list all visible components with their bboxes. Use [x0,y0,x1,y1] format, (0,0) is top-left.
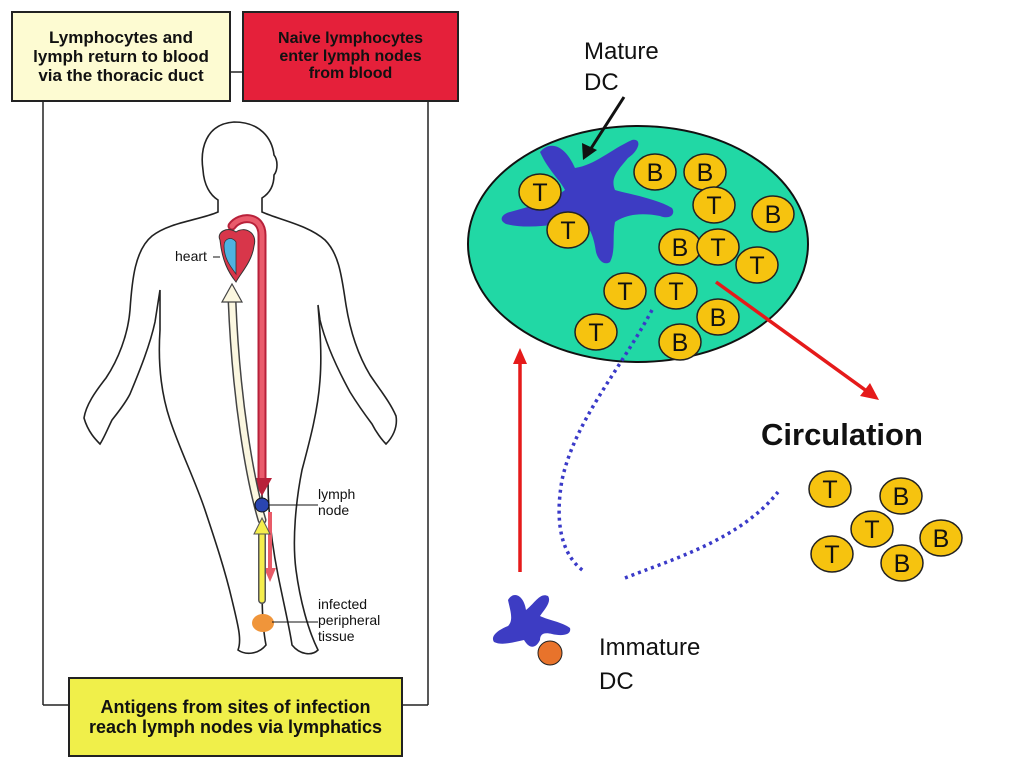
node-t-cell: T [518,173,562,211]
cell-label: T [710,234,725,262]
antigens-box: Antigens from sites of infection reach l… [68,677,403,757]
node-t-cell: T [546,211,590,249]
cell-body [879,477,923,515]
cell-label: T [668,278,683,306]
immature-dc-cell [492,595,571,647]
cell-label: B [672,329,689,357]
cell-body [603,272,647,310]
cell-label: T [824,541,839,569]
node-b-cell: B [751,195,795,233]
cell-label: T [749,252,764,280]
infected-tissue-icon [252,614,274,632]
circulation-t-cell: T [850,510,894,548]
cell-label: B [672,234,689,262]
cell-body [692,186,736,224]
node-b-cell: B [658,228,702,266]
cell-label: B [894,550,911,578]
cell-body [808,470,852,508]
lymph-node-icon [254,497,270,513]
circulation-t-cell: T [810,535,854,573]
cell-label: T [864,516,879,544]
heart-label: heart [175,248,207,264]
node-t-cell: T [574,313,618,351]
cell-label: T [822,476,837,504]
node-b-cell: B [658,323,702,361]
cell-label: B [933,525,950,553]
human-body-outline [83,121,398,655]
cell-label: B [710,304,727,332]
node-b-cell: B [633,153,677,191]
cell-body [735,246,779,284]
exit-arrow [714,280,870,394]
cell-label: T [560,217,575,245]
cell-body [880,544,924,582]
cell-body [696,298,740,336]
mature-dc-label: Mature DC [584,38,659,97]
cell-body [850,510,894,548]
immature-dc-label: Immature DC [599,634,701,695]
thoracic-duct-box: Lymphocytes and lymph return to blood vi… [11,11,231,102]
dotted-path-node [557,309,654,574]
circulation-t-cell: T [808,470,852,508]
circulation-b-cell: B [919,519,963,557]
naive-lymphocytes-box: Naive lymphocytes enter lymph nodes from… [242,11,459,102]
node-t-cell: T [735,246,779,284]
cell-label: B [647,159,664,187]
thoracic-duct-arrowhead [220,282,244,303]
circulation-b-cell: B [880,544,924,582]
migration-arrowhead [513,348,527,364]
cell-body [751,195,795,233]
cell-body [919,519,963,557]
cell-label: B [697,159,714,187]
node-t-cell: T [696,228,740,266]
cell-label: T [588,319,603,347]
node-t-cell: T [692,186,736,224]
lymph-node-label: lymph node [318,486,356,519]
heart-icon [218,229,256,283]
cell-body [518,173,562,211]
node-b-cell: B [683,153,727,191]
cell-body [654,272,698,310]
afferent-arrowhead [253,516,271,535]
mature-dc-cell [501,139,674,264]
cell-body [658,323,702,361]
cell-body [810,535,854,573]
cell-body [633,153,677,191]
mature-dc-pointer [588,96,626,151]
cell-label: T [617,278,632,306]
cell-body [574,313,618,351]
node-t-cell: T [603,272,647,310]
circulation-b-cell: B [879,477,923,515]
antigen-icon [537,640,563,666]
blood-vessel-highlight [229,216,265,483]
cell-label: B [893,483,910,511]
infected-tissue-label: infected peripheral tissue [318,596,381,645]
node-b-cell: B [696,298,740,336]
cell-label: T [532,179,547,207]
cell-body [696,228,740,266]
circulation-label: Circulation [761,417,923,452]
cell-body [546,211,590,249]
cell-label: B [765,201,782,229]
node-t-cell: T [654,272,698,310]
efferent-arrowhead [264,568,276,582]
mature-dc-pointer-head [582,143,597,160]
dotted-path-circulation [624,490,780,580]
exit-arrowhead [860,383,879,400]
cell-label: T [706,192,721,220]
